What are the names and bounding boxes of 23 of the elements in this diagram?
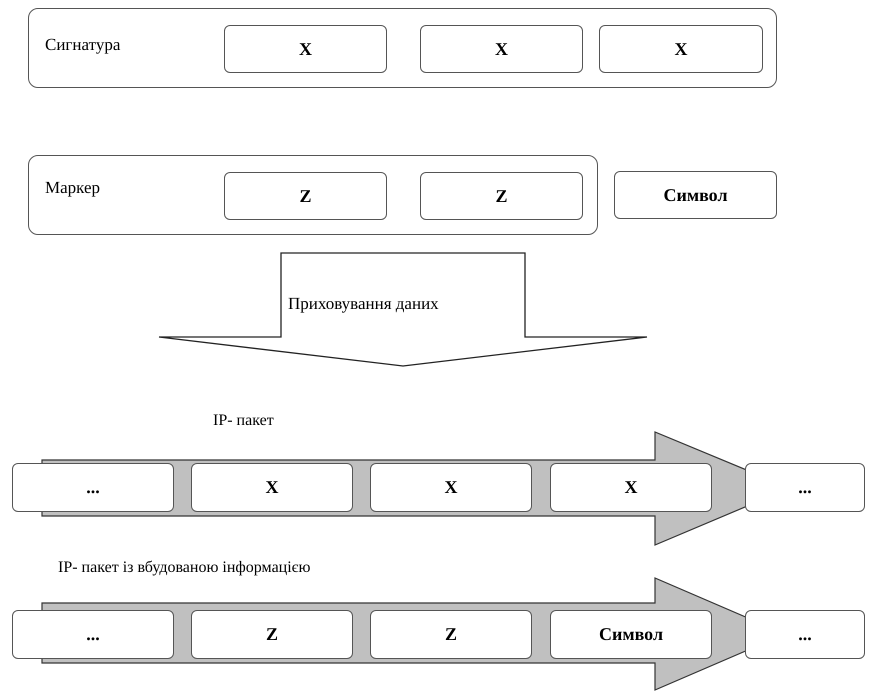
group-label: Маркер <box>45 178 100 198</box>
group-box <box>28 8 777 88</box>
field-cell: ... <box>12 610 174 659</box>
field-cell: X <box>370 463 532 512</box>
field-cell: ... <box>12 463 174 512</box>
field-cell: X <box>224 25 387 73</box>
field-cell: X <box>550 463 712 512</box>
field-cell: Символ <box>614 171 777 219</box>
field-cell: Символ <box>550 610 712 659</box>
field-cell: X <box>420 25 583 73</box>
field-cell: ... <box>745 463 865 512</box>
field-cell: Z <box>420 172 583 220</box>
field-cell: X <box>191 463 353 512</box>
group-box <box>28 155 598 235</box>
field-cell: Z <box>191 610 353 659</box>
field-cell: ... <box>745 610 865 659</box>
packet-label: IP- пакет із вбудованою інформацією <box>58 559 310 577</box>
packet-label: IP- пакет <box>213 412 274 430</box>
field-cell: X <box>599 25 763 73</box>
field-cell: Z <box>224 172 387 220</box>
group-label: Сигнатура <box>45 35 120 55</box>
arrow-label: Приховування даних <box>288 294 439 314</box>
field-cell: Z <box>370 610 532 659</box>
